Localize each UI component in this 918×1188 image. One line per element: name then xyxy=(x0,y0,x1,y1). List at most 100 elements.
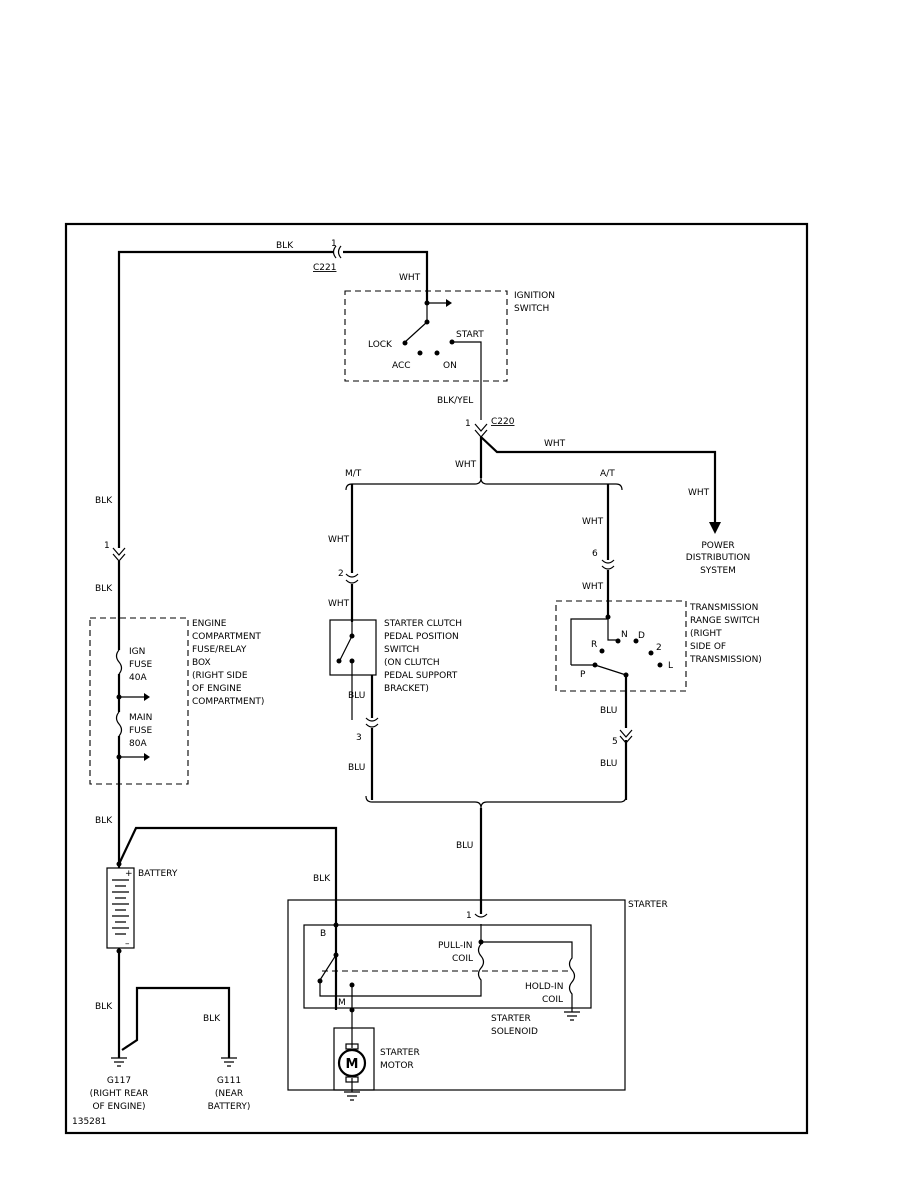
switch-contact xyxy=(336,658,342,664)
wht-wire-ignition-feed xyxy=(343,250,429,303)
wire-label: WHT xyxy=(544,439,566,449)
starter-title: STARTER xyxy=(628,900,668,910)
contact-2 xyxy=(648,650,654,656)
motor-housing xyxy=(333,1027,375,1091)
fuse-box-title: ENGINE xyxy=(192,619,227,629)
connector-label-c220: C220 xyxy=(491,417,515,427)
wire-label: BLK/YEL xyxy=(437,396,473,406)
wire-label: BLU xyxy=(348,691,365,701)
ground-g111-label: (NEAR xyxy=(215,1089,243,1099)
tr-switch-blade xyxy=(571,664,627,676)
clutch-switch-title: BRACKET) xyxy=(384,684,429,694)
clutch-switch-box xyxy=(329,619,377,676)
ignition-switch-title: SWITCH xyxy=(514,304,549,314)
contact-acc xyxy=(417,350,423,356)
wire-label: BLK xyxy=(95,584,113,594)
pull-in-coil-label: COIL xyxy=(452,954,473,964)
switch-position-l: L xyxy=(668,661,673,671)
ground-g117-label: (RIGHT REAR xyxy=(90,1089,149,1099)
pin-label: 6 xyxy=(592,549,598,559)
fuse-box-title: (RIGHT SIDE xyxy=(192,671,248,681)
wht-wire-to-pds xyxy=(480,436,717,522)
clutch-switch-title: PEDAL SUPPORT xyxy=(384,671,458,681)
wire-label: WHT xyxy=(455,460,477,470)
arrow-right-icon xyxy=(446,299,452,307)
switch-position-lock: LOCK xyxy=(368,340,393,350)
switch-pivot xyxy=(424,319,430,325)
solenoid-outline xyxy=(303,924,592,1009)
wire-label: A/T xyxy=(600,469,615,479)
wire-label: BLK xyxy=(203,1014,221,1024)
pin-label: 3 xyxy=(356,733,362,743)
connector-pin5 xyxy=(619,729,633,744)
terminal-m-label: M xyxy=(338,998,346,1008)
power-distribution-label: POWER xyxy=(701,541,734,551)
wire-label: BLU xyxy=(348,763,365,773)
figure-number: 135281 xyxy=(72,1117,106,1127)
wire-label: WHT xyxy=(328,535,350,545)
hold-in-coil-label: COIL xyxy=(542,995,563,1005)
splice-dot xyxy=(349,982,355,988)
terminal-b-label: B xyxy=(320,929,326,939)
pin-label: 1 xyxy=(104,541,110,551)
tr-switch-title: TRANSMISSION) xyxy=(689,655,762,665)
c221-connector xyxy=(332,245,342,259)
pull-in-coil-label: PULL-IN xyxy=(438,941,473,951)
contact-on xyxy=(434,350,440,356)
connector-pin1 xyxy=(112,547,126,562)
transmission-range-switch-box xyxy=(555,600,687,692)
pin-label: 1 xyxy=(331,239,337,249)
motor-label: STARTER xyxy=(380,1048,420,1058)
connector-starter-pin1 xyxy=(474,913,488,918)
contact-d xyxy=(633,638,639,644)
power-distribution-label: DISTRIBUTION xyxy=(686,553,750,563)
blk-wire-left xyxy=(117,250,334,548)
wire-label: BLU xyxy=(600,706,617,716)
switch-position-start: START xyxy=(456,330,484,340)
fuse-box-title: COMPARTMENT xyxy=(192,632,261,642)
wire-label: WHT xyxy=(582,582,604,592)
tr-switch-title: RANGE SWITCH xyxy=(690,616,760,626)
battery-minus: – xyxy=(125,939,130,949)
pin-label: 1 xyxy=(466,911,472,921)
wire-label: WHT xyxy=(582,517,604,527)
ground-icon xyxy=(564,1011,580,1021)
tr-switch-internals xyxy=(570,617,617,665)
battery-symbol xyxy=(106,867,135,949)
pin-label: 5 xyxy=(612,737,618,747)
fuse-box-title: BOX xyxy=(192,658,211,668)
battery-label: BATTERY xyxy=(138,869,178,879)
ign-fuse-label: IGN xyxy=(129,647,145,657)
wire-label: WHT xyxy=(688,488,710,498)
starter-outline xyxy=(287,899,626,1091)
arrow-down-icon xyxy=(709,522,721,534)
switch-position-on: ON xyxy=(443,361,457,371)
fuse-box-outline xyxy=(89,617,189,785)
hold-in-coil xyxy=(481,941,576,1012)
contact-n xyxy=(615,638,621,644)
ground-g111-label: BATTERY) xyxy=(208,1102,251,1112)
switch-position-n: N xyxy=(621,630,628,640)
ign-fuse-label: FUSE xyxy=(129,660,152,670)
main-fuse-label: FUSE xyxy=(129,726,152,736)
ground-g117-label: OF ENGINE) xyxy=(92,1102,145,1112)
switch-contact xyxy=(333,952,339,958)
connector-label-c221: C221 xyxy=(313,263,336,273)
ignition-switch-title: IGNITION xyxy=(514,291,555,301)
switch-position-acc: ACC xyxy=(392,361,411,371)
main-fuse-label: MAIN xyxy=(129,713,152,723)
clutch-switch-title: STARTER CLUTCH xyxy=(384,619,462,629)
fuse-box-title: OF ENGINE xyxy=(192,684,242,694)
connector-pin6 xyxy=(601,559,615,570)
contact-l xyxy=(657,662,663,668)
ground-jumper-wire xyxy=(121,986,231,1058)
motor-symbol-label: M xyxy=(346,1057,359,1072)
clutch-switch-title: (ON CLUTCH xyxy=(384,658,440,668)
switch-position-d: D xyxy=(638,631,645,641)
contact-r xyxy=(599,648,605,654)
tr-switch-title: (RIGHT xyxy=(690,629,722,639)
solenoid-label: STARTER xyxy=(491,1014,531,1024)
blk-wire-to-starter xyxy=(118,826,338,1010)
power-distribution-label: SYSTEM xyxy=(700,566,736,576)
